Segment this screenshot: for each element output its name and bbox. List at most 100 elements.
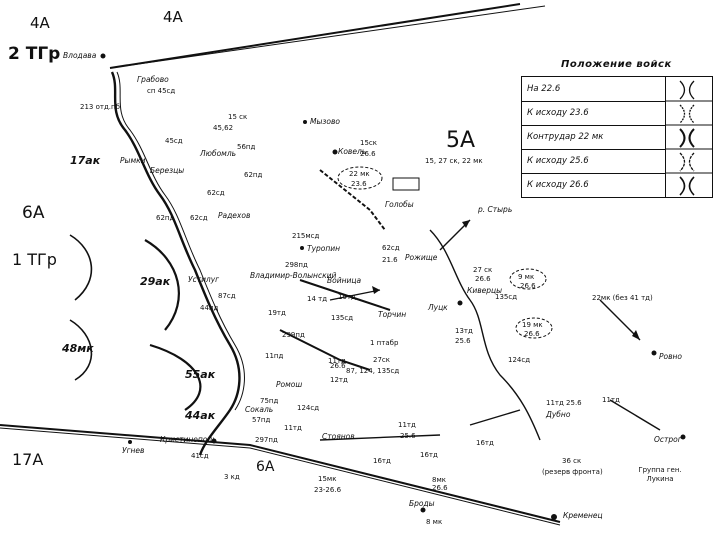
town-dot-brody <box>420 507 426 513</box>
unit-td19b: 19тд <box>268 309 286 317</box>
city-stoyanov: Стоянов <box>322 432 355 441</box>
legend-symbols <box>665 80 712 196</box>
unit-td16b: 16тд <box>373 457 391 465</box>
unit-sk15b: 15ск <box>360 139 377 147</box>
unit-kd3: 3 кд <box>224 473 240 481</box>
german-arc-1 <box>69 234 93 301</box>
arrow-8 <box>319 434 441 441</box>
unit-sk27-date: 26.6 <box>475 275 491 283</box>
legend-row: К исходу 23.6 <box>522 101 665 126</box>
town-dot-ugnev <box>128 440 132 444</box>
city-ustilug: Устилуг <box>188 275 220 284</box>
corps-17ak: 17ак <box>70 154 101 167</box>
corps-44ak: 44ак <box>185 409 216 422</box>
city-kremenets: Кременец <box>563 511 603 520</box>
unit-sd41: 41сд <box>191 452 209 460</box>
legend-symbol-22 <box>679 80 695 100</box>
unit-td11c: 11тд <box>284 424 302 432</box>
unit-sd62c-date: 21.6 <box>382 256 398 264</box>
city-kovel: Ковель <box>338 147 367 156</box>
unit-sd62c: 62сд <box>382 244 400 252</box>
city-berezhtsy: Березцы <box>150 166 185 175</box>
unit-sk36: 36 ск <box>562 457 582 465</box>
corps-29ak: 29ак <box>140 275 171 288</box>
unit-sk15b-date: 26.6 <box>360 150 376 158</box>
arrow-1 <box>329 289 381 301</box>
border-line-top <box>109 3 521 69</box>
unit-pd57: 57пд <box>252 416 271 424</box>
unit-sd124: 124сд <box>508 356 531 364</box>
unit-pd62b: 62пд <box>156 214 175 222</box>
town-dot-rovno <box>651 350 657 356</box>
unit-mk22-rovno: 22мк (без 41 тд) <box>592 294 653 302</box>
unit-pd299: 299пд <box>282 331 305 339</box>
unit-pd26: 26.6 <box>330 362 346 370</box>
city-ruzhishche: Рожище <box>405 253 438 262</box>
front-line-1 <box>319 169 386 231</box>
border-line-bottom <box>0 424 561 523</box>
legend-row-label: Контрудар 22 мк <box>527 132 604 142</box>
city-rovno: Ровно <box>659 352 683 361</box>
legend-row-label: К исходу 26.6 <box>527 180 589 190</box>
unit-mk22-date: 23.6 <box>351 180 367 188</box>
city-voinitsa: Войница <box>327 276 362 285</box>
town-dot-mylovo <box>303 120 307 124</box>
unit-sd135: 135сд <box>331 314 354 322</box>
unit-sd62: 62сд <box>207 189 225 197</box>
legend-row-label: К исходу 23.6 <box>527 108 589 118</box>
city-turopin: Туропин <box>307 244 341 253</box>
town-dot-ostrog <box>680 434 686 440</box>
unit-td298: 298пд <box>285 261 308 269</box>
city-rymki: Рымки <box>120 156 146 165</box>
arrow-7 <box>462 220 470 228</box>
unit-sd87: 87сд <box>218 292 236 300</box>
city-ostrog: Острог <box>654 435 682 444</box>
city-sokal: Сокаль <box>245 405 274 414</box>
river-styr <box>429 229 541 441</box>
unit-pd56: 56пд <box>237 143 256 151</box>
box-5a <box>392 177 420 191</box>
unit-td13-date: 25.6 <box>455 337 471 345</box>
german-arc-4 <box>149 343 202 411</box>
arrow-2 <box>372 286 380 294</box>
unit-mk19: 19 мк <box>522 321 543 329</box>
unit-mk15-date: 23-26.6 <box>314 486 342 494</box>
legend-title: Положение войск <box>561 59 672 70</box>
unit-pd62: 62пд <box>244 171 263 179</box>
city-vladimir: Владимир-Волынский <box>250 271 337 280</box>
town-dot-vlodava <box>100 53 106 59</box>
legend-symbol-25 <box>679 152 695 172</box>
unit-msd215: 215мсд <box>292 232 320 240</box>
unit-mk8-brody: 8 мк <box>426 518 443 526</box>
border-line-top2 <box>109 5 546 69</box>
city-ugnev: Угнев <box>122 446 145 455</box>
unit-sd124b: 124сд <box>297 404 320 412</box>
unit-sk27b: 27ск <box>373 356 390 364</box>
town-dot-krystynopol <box>211 438 217 444</box>
unit-td11e: 11тд 25.6 <box>546 399 582 407</box>
army-6a: 6А <box>22 203 45 223</box>
unit-td16: 16тд <box>476 439 494 447</box>
legend-row: К исходу 26.6 <box>522 173 665 197</box>
unit-mk9-date: 26.6 <box>520 282 536 290</box>
unit-sd135b: 135сд <box>495 293 518 301</box>
arrow-5 <box>609 399 661 431</box>
group-2tgr: 2 ТГр <box>8 44 61 64</box>
army-5a: 5А <box>446 128 476 153</box>
city-golobi: Голобы <box>385 200 414 209</box>
unit-td16c: 16тд <box>420 451 438 459</box>
city-grabovo: Грабово <box>137 75 169 84</box>
unit-sk27: 27 ск <box>473 266 493 274</box>
unit-td14: 14 тд <box>307 295 328 303</box>
river-bug <box>110 71 241 456</box>
army-4a-right: 4А <box>163 8 183 26</box>
unit-div213: 213 отд.пб <box>80 103 120 111</box>
unit-pd75: 75пд <box>260 397 279 405</box>
city-vlodava: Влодава <box>63 51 97 60</box>
arrow-3 <box>599 299 641 341</box>
city-romosh: Ромош <box>276 380 303 389</box>
unit-mk22: 22 мк <box>349 170 370 178</box>
army-4a-left: 4А <box>30 14 50 32</box>
river-styr-label: р. Стырь <box>478 205 513 214</box>
